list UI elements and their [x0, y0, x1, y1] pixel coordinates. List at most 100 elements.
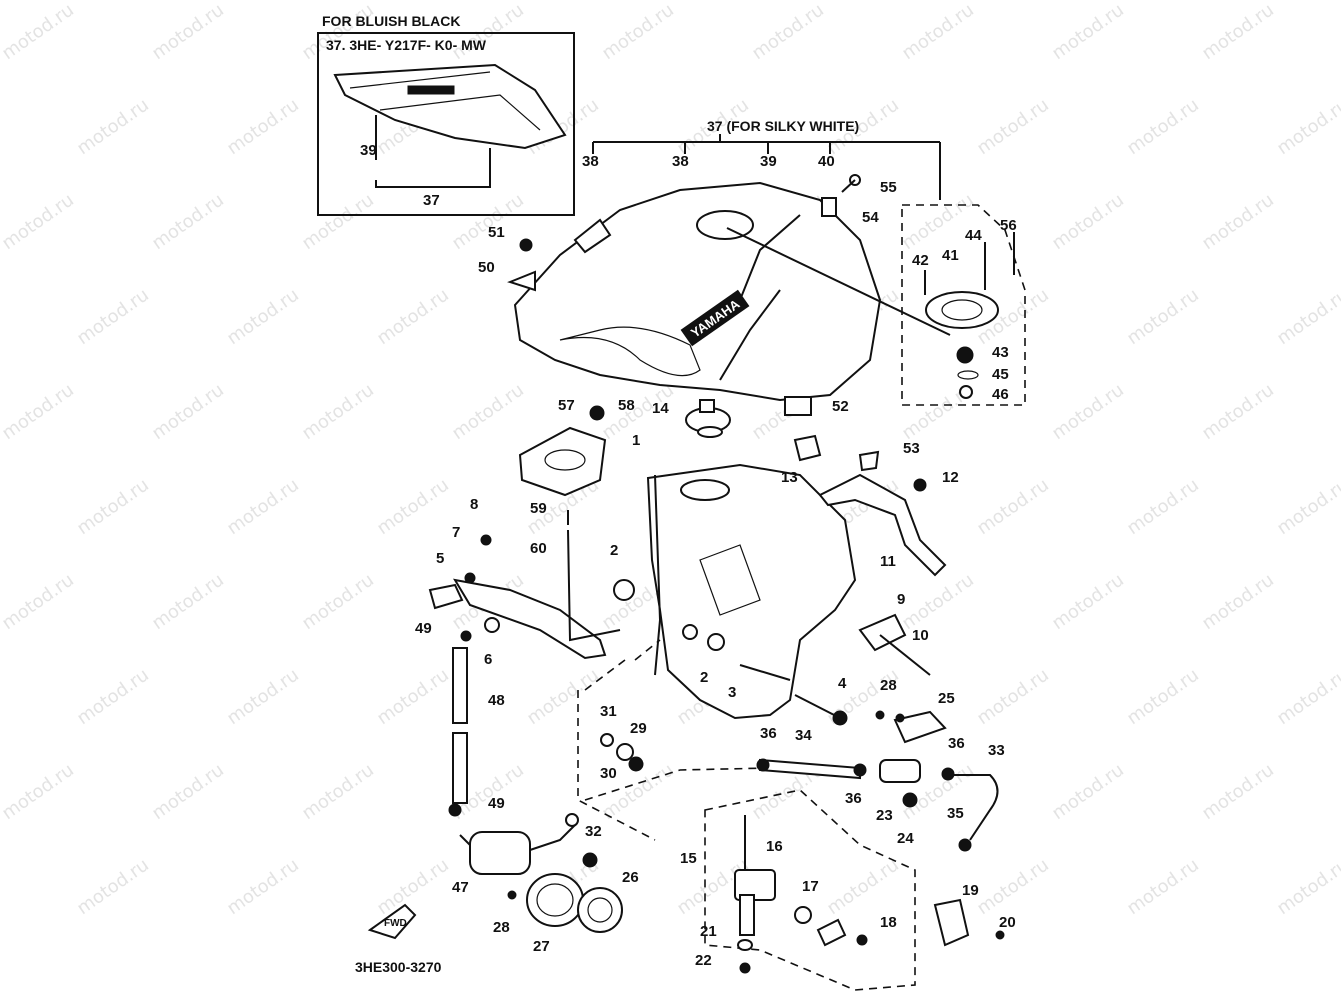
bluish-black-inset: FOR BLUISH BLACK 37. 3HE- Y217F- K0- MW	[317, 13, 575, 216]
watermark-text: motod.ru	[898, 570, 978, 635]
watermark-text: motod.ru	[448, 380, 528, 445]
watermark-text: motod.ru	[1198, 380, 1278, 445]
inset-part-code: 37. 3HE- Y217F- K0- MW	[326, 37, 487, 53]
fuel-pump-group	[459, 733, 644, 933]
inset-heading: FOR BLUISH BLACK	[322, 13, 460, 29]
watermark-text: motod.ru	[1198, 0, 1278, 64]
callout-c43: 43	[992, 344, 1009, 361]
callout-c28a: 28	[880, 677, 897, 694]
watermark-text: motod.ru	[148, 570, 228, 635]
callout-c49b: 49	[488, 795, 505, 812]
tank-cover-knee-pad	[559, 326, 701, 377]
watermark-text: motod.ru	[1123, 285, 1203, 350]
watermark-text: motod.ru	[0, 570, 78, 635]
vent-hose-48	[448, 647, 468, 817]
watermark-text: motod.ru	[148, 760, 228, 825]
callout-c24: 24	[897, 830, 914, 847]
callout-c28b: 28	[493, 919, 510, 936]
watermark-text: motod.ru	[0, 0, 78, 64]
callout-c34: 34	[795, 727, 812, 744]
watermark-text: motod.ru	[973, 475, 1053, 540]
callout-c2b: 2	[700, 669, 708, 686]
watermark-text: motod.ru	[298, 570, 378, 635]
callout-c46: 46	[992, 386, 1009, 403]
watermark-text: motod.ru	[1123, 475, 1203, 540]
fuel-tank-shell	[646, 463, 857, 720]
fwd-arrow-label: FWD	[384, 918, 407, 929]
callout-c19: 19	[962, 882, 979, 899]
watermark-text: motod.ru	[223, 285, 303, 350]
cap-leader-line	[726, 227, 951, 336]
tank-recess	[699, 544, 761, 616]
watermark-text: motod.ru	[73, 475, 153, 540]
callout-c36a: 36	[760, 725, 777, 742]
callout-c48: 48	[488, 692, 505, 709]
callout-c9: 9	[897, 591, 905, 608]
tank-drain-pipe	[654, 474, 662, 676]
callout-c35: 35	[947, 805, 964, 822]
fuel-cap-assembly	[924, 232, 1015, 399]
tank-cover-edge-piece	[573, 218, 612, 254]
callout-c20: 20	[999, 914, 1016, 931]
watermark-text: motod.ru	[223, 475, 303, 540]
inset-frame	[317, 32, 575, 216]
callout-c4: 4	[838, 675, 847, 692]
watermark-text: motod.ru	[148, 380, 228, 445]
tank-cover-stripe	[719, 214, 801, 381]
watermark-text: motod.ru	[898, 190, 978, 255]
watermark-text: motod.ru	[973, 855, 1053, 920]
inset-emblem	[407, 85, 455, 95]
watermark-text: motod.ru	[73, 285, 153, 350]
callout-c29: 29	[630, 720, 647, 737]
callout-c22: 22	[695, 952, 712, 969]
callout-c36c: 36	[845, 790, 862, 807]
callout-c37a: 37	[423, 192, 440, 209]
watermark-text: motod.ru	[1273, 665, 1341, 730]
watermark-text: motod.ru	[373, 285, 453, 350]
watermark-text: motod.ru	[223, 95, 303, 160]
watermark-text: motod.ru	[1273, 855, 1341, 920]
callout-c51: 51	[488, 224, 505, 241]
watermark-text: motod.ru	[598, 0, 678, 64]
watermark-text: motod.ru	[148, 0, 228, 64]
callout-c58: 58	[618, 397, 635, 414]
callout-c27: 27	[533, 938, 550, 955]
callout-c6: 6	[484, 651, 492, 668]
watermark-text: motod.ru	[148, 190, 228, 255]
watermark-text: motod.ru	[298, 190, 378, 255]
callout-c12: 12	[942, 469, 959, 486]
watermark-text: motod.ru	[1048, 190, 1128, 255]
callout-c38b: 38	[672, 153, 689, 170]
callout-c44: 44	[965, 227, 982, 244]
callout-c15: 15	[680, 850, 697, 867]
watermark-text: motod.ru	[223, 665, 303, 730]
watermark-text: motod.ru	[1198, 190, 1278, 255]
callout-c38a: 38	[582, 153, 599, 170]
watermark-text: motod.ru	[823, 855, 903, 920]
callout-c32: 32	[585, 823, 602, 840]
callout-c7: 7	[452, 524, 460, 541]
watermark-text: motod.ru	[373, 475, 453, 540]
watermark-text: motod.ru	[0, 380, 78, 445]
callout-c50: 50	[478, 259, 495, 276]
callout-c31: 31	[600, 703, 617, 720]
callout-c52: 52	[832, 398, 849, 415]
callout-c40: 40	[818, 153, 835, 170]
callout-c18: 18	[880, 914, 897, 931]
watermark-text: motod.ru	[73, 665, 153, 730]
callout-c45: 45	[992, 366, 1009, 383]
watermark-text: motod.ru	[298, 760, 378, 825]
callout-c59: 59	[530, 500, 547, 517]
watermark-text: motod.ru	[1273, 285, 1341, 350]
callout-c10: 10	[912, 627, 929, 644]
callout-c55: 55	[880, 179, 897, 196]
callout-c60: 60	[530, 540, 547, 557]
callout-c17: 17	[802, 878, 819, 895]
callout-c13: 13	[781, 469, 798, 486]
watermark-text: motod.ru	[973, 95, 1053, 160]
tank-brackets	[428, 473, 947, 676]
callout-c41: 41	[942, 247, 959, 264]
callout-c39b: 39	[760, 153, 777, 170]
callout-c30: 30	[600, 765, 617, 782]
